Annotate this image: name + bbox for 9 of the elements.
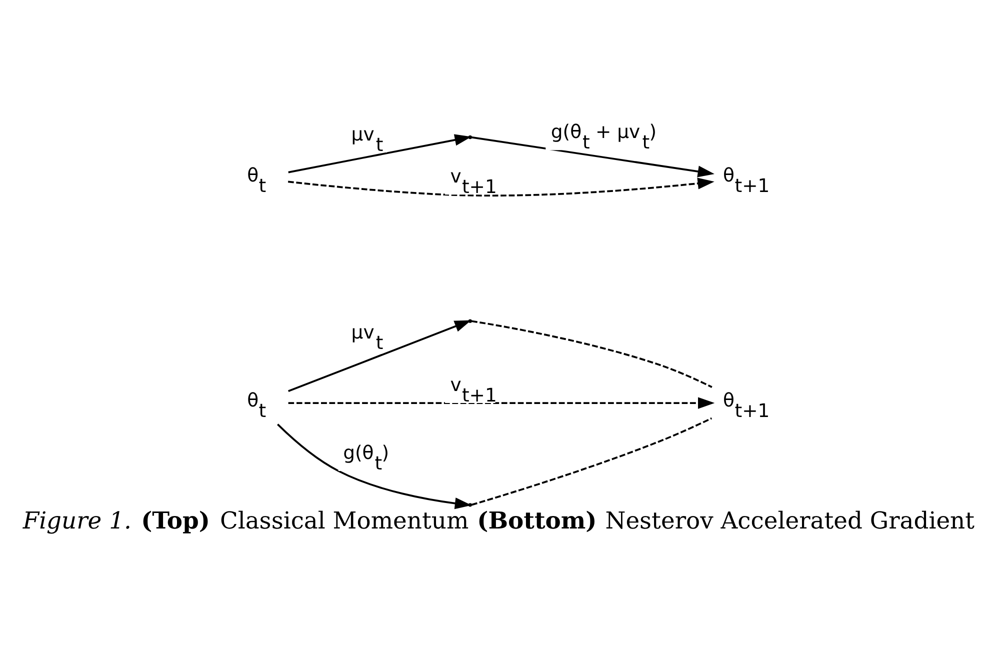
node-point: [468, 134, 472, 139]
node-point: [468, 318, 472, 322]
node-point: [468, 502, 472, 506]
arrow: [471, 136, 714, 177]
connector: [471, 320, 712, 388]
connector: [471, 416, 712, 506]
caption: Figure 1. (Top) Classical Momentum (Bottom) Nesterov Accelerated Gradient: [22, 506, 975, 534]
arrow: [288, 396, 715, 408]
arrow: [288, 177, 714, 196]
